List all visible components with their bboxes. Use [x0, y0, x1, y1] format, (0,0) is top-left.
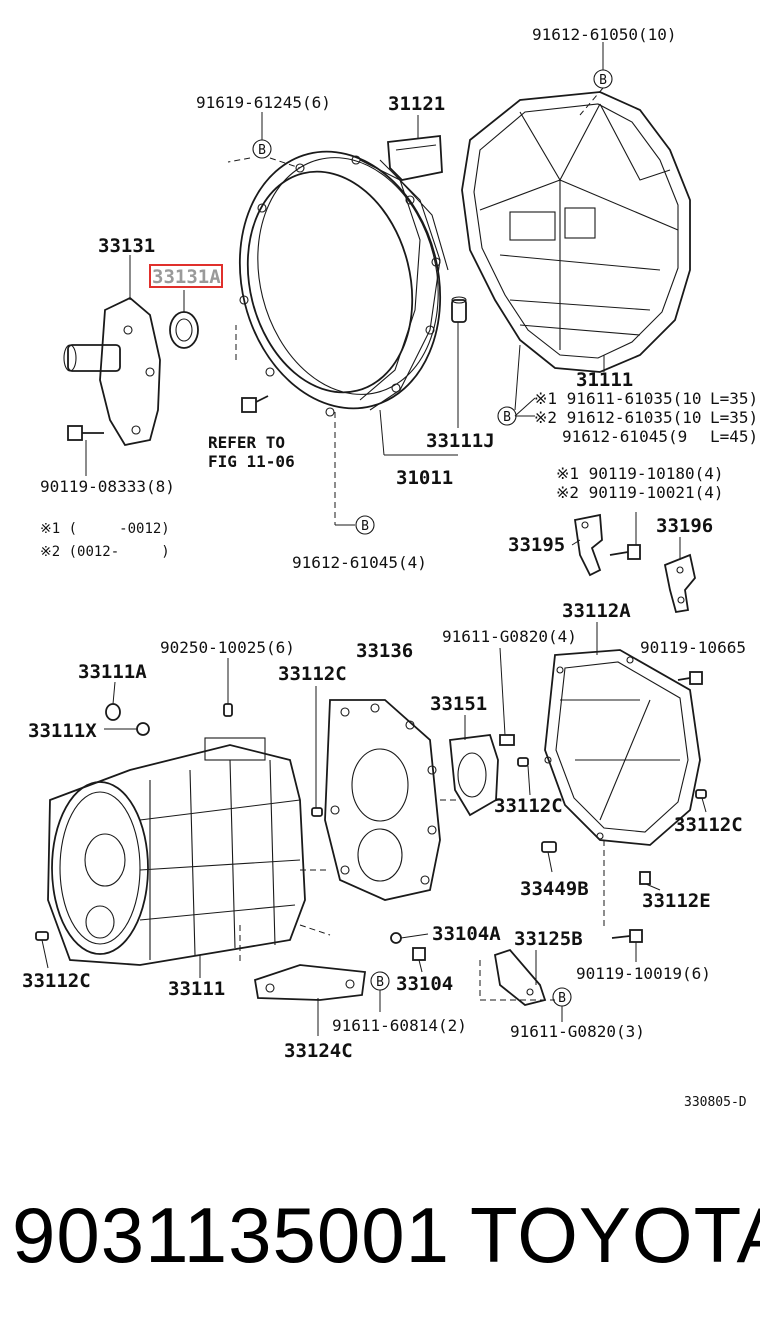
part-label: 90119-08333(8): [40, 477, 175, 496]
part-label: 33111: [168, 978, 225, 1000]
part-label: 31011: [396, 467, 453, 489]
transmission-case-33111: [47, 737, 306, 966]
intermediate-plate-33136: [324, 699, 441, 901]
figure-reference: 330805-D: [684, 1095, 747, 1110]
part-label: 33104: [396, 973, 453, 995]
svg-text:B: B: [258, 143, 266, 158]
part-label: 31121: [388, 93, 445, 115]
part-label: 33112C: [674, 814, 743, 836]
bell-housing-31011: [238, 150, 449, 417]
part-label: 33112C: [22, 970, 91, 992]
svg-text:B: B: [361, 519, 369, 534]
part-label: 33112C: [278, 663, 347, 685]
part-label: 90119-10665: [640, 638, 746, 657]
svg-text:B: B: [376, 975, 384, 990]
part-label: ※1 90119-10180(4): [556, 464, 724, 483]
bolt-marker-icon: B: [252, 139, 272, 159]
part-label: 33104A: [432, 923, 501, 945]
part-label: ※1 91611-61035(10: [534, 389, 702, 408]
bolt-marker-icon: B: [593, 69, 613, 89]
part-labels: 91612-61050(10) 91619-61245(6) 31121 331…: [22, 25, 758, 1110]
part-label: 33111A: [78, 661, 147, 683]
part-label: 91619-61245(6): [196, 93, 331, 112]
clutch-housing-31111: [461, 91, 691, 373]
bolt-marker-icon: B: [355, 515, 375, 535]
part-label: 31111: [576, 369, 633, 391]
part-label: 33136: [356, 640, 413, 662]
part-label: 33112E: [642, 890, 711, 912]
part-label: L=35): [710, 408, 758, 427]
part-label: 33125B: [514, 928, 583, 950]
part-label: 91612-61045(4): [292, 553, 427, 572]
bracket-33195: [573, 513, 603, 577]
part-label: 91611-G0820(3): [510, 1022, 645, 1041]
bracket-33125B: [493, 948, 547, 1006]
part-label: 33131: [98, 235, 155, 257]
highlight-box: [149, 264, 223, 288]
part-label: 33449B: [520, 878, 589, 900]
part-label: 33151: [430, 693, 487, 715]
part-label: 90119-10019(6): [576, 964, 711, 983]
part-label: ※2 90119-10021(4): [556, 483, 724, 502]
small-parts: [35, 671, 707, 961]
leader-lines: [41, 42, 707, 1036]
part-label: ※2 91612-61035(10: [534, 408, 702, 427]
bearing-retainer-33131: [63, 296, 161, 447]
bolt-90119-10180: [609, 544, 641, 560]
note-line: ※1 ( -0012): [40, 521, 170, 537]
part-label: 33124C: [284, 1040, 353, 1062]
oil-seal-33131A: [169, 311, 199, 349]
part-label: 91611-60814(2): [332, 1016, 467, 1035]
part-label: 33112C: [494, 795, 563, 817]
bolt-marker-icon: B: [370, 971, 390, 991]
part-label: 91611-G0820(4): [442, 627, 577, 646]
brand-name: TOYOTA: [470, 1191, 760, 1279]
part-label-highlighted: 33131A: [152, 266, 221, 288]
part-label: 33111J: [426, 430, 495, 452]
seal-33151: [449, 734, 499, 817]
extension-housing-33112A: [544, 649, 701, 846]
part-label: 33112A: [562, 600, 631, 622]
bolt-marker-icon: B: [552, 987, 572, 1007]
part-label: 33111X: [28, 720, 97, 742]
part-label: 91612-61045(9: [562, 427, 687, 446]
note-line: ※2 (0012- ): [40, 544, 170, 560]
part-label: FIG 11-06: [208, 452, 295, 471]
part-label: 33195: [508, 534, 565, 556]
part-label: L=35): [710, 389, 758, 408]
cover-31121: [387, 134, 443, 181]
pin-33111J: [451, 296, 467, 323]
bracket-33196: [663, 553, 696, 614]
bolt-refer-fig: [241, 395, 269, 413]
bolt-90119-08333: [67, 425, 104, 441]
part-label: REFER TO: [208, 433, 285, 452]
part-number: 9031135001: [12, 1191, 451, 1279]
svg-text:B: B: [599, 73, 607, 88]
bolt-marker-icon: B: [497, 406, 517, 426]
part-label: 90250-10025(6): [160, 638, 295, 657]
part-label: 91612-61050(10): [532, 25, 677, 44]
bolt-markers: B B B B B B: [252, 69, 613, 1007]
support-33124C: [253, 964, 367, 1001]
svg-text:B: B: [558, 991, 566, 1006]
part-label: 33196: [656, 515, 713, 537]
part-label: L=45): [710, 427, 758, 446]
svg-text:B: B: [503, 410, 511, 425]
